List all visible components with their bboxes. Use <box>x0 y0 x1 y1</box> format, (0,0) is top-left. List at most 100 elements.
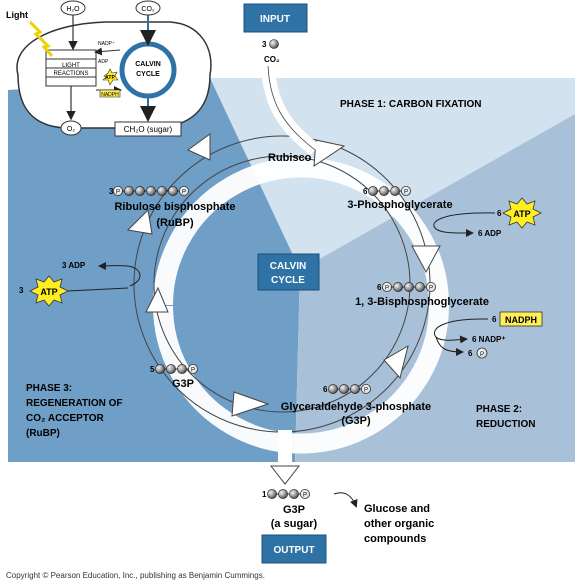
phase3-line3: CO₂ ACCEPTOR <box>26 413 105 424</box>
atp3-count: 3 <box>19 286 24 295</box>
inset-atp-starburst <box>102 68 119 86</box>
phase3-line1: PHASE 3: <box>26 383 72 394</box>
cycle-arrowhead-top <box>313 139 346 167</box>
carbon-atom <box>415 282 425 292</box>
inset-sugar-label: CH₂O (sugar) <box>124 125 173 134</box>
phosphate-group <box>187 363 198 374</box>
inset-calvin-label-1: CALVIN <box>135 61 161 68</box>
carbon-atom <box>267 489 277 499</box>
g3p5-chain: P <box>155 363 198 374</box>
chloroplast-inset: LIGHT REACTIONS CALVIN CYCLE Light H₂O C… <box>6 0 212 137</box>
carbon-atom <box>289 489 299 499</box>
carbon-atom <box>155 364 165 374</box>
inset-nadph-label: NADPH <box>101 92 119 98</box>
phosphate-label: P <box>182 189 186 195</box>
cycle-arrowhead-bottom-left <box>231 391 270 417</box>
input-box: INPUT <box>243 3 308 33</box>
phase2-label: PHASE 2: REDUCTION <box>476 404 535 430</box>
copyright: Copyright © Pearson Education, Inc., pub… <box>6 571 265 580</box>
phosphate-group <box>425 281 436 292</box>
g3p5-name: G3P <box>172 378 194 390</box>
inset-h2o-bubble <box>60 0 86 16</box>
carbon-atom <box>135 186 145 196</box>
products-line1: Glucose and <box>364 503 430 515</box>
atp6-starburst <box>502 197 542 229</box>
nadph6-label: NADPH <box>505 315 537 325</box>
carbon-atom <box>368 186 378 196</box>
cycle-arrowhead-right-lower <box>383 344 409 380</box>
phosphate-label: P <box>116 189 120 195</box>
pga-count: 6 <box>363 187 368 196</box>
carbon-atom <box>168 186 178 196</box>
cycle-arrowhead-left-lower <box>145 286 169 313</box>
inset-sugar-box <box>114 121 182 137</box>
phase3-line4: (RuBP) <box>26 428 60 439</box>
phosphate-label: P <box>191 367 195 373</box>
inset-h2o-label: H₂O <box>66 6 80 13</box>
inset-nadp-label: NADP⁺ <box>98 41 115 47</box>
pi6-phosphate <box>476 347 488 359</box>
bpg-name: 1, 3-Bisphosphoglycerate <box>355 296 489 308</box>
inset-co2-label: CO₂ <box>141 6 155 13</box>
output-chain: P <box>267 488 310 499</box>
nadph6-arrow <box>434 318 489 344</box>
center-calvin-box: CALVIN CYCLE <box>257 253 320 291</box>
light-reactions-label-2: REACTIONS <box>53 71 88 77</box>
carbon-atom <box>124 186 134 196</box>
output-g3p-name: G3P <box>283 504 305 516</box>
inset-light-label: Light <box>6 10 28 20</box>
phase3-label: PHASE 3: REGENERATION OF CO₂ ACCEPTOR (R… <box>26 383 122 439</box>
phosphate-group <box>400 185 411 196</box>
cycle-arrowhead-left-upper <box>126 208 153 235</box>
adp3-label: 3 ADP <box>62 261 86 270</box>
inset-o2-bubble <box>60 120 82 136</box>
phase1-label: PHASE 1: CARBON FIXATION <box>340 99 482 110</box>
inset-calvin-ring <box>119 41 177 99</box>
inset-o2-label: O₂ <box>67 126 75 133</box>
bpg-count: 6 <box>377 283 382 292</box>
light-reactions-label-1: LIGHT <box>62 63 80 69</box>
phosphate-label: P <box>429 285 433 291</box>
rubp-count: 3 <box>109 187 114 196</box>
products-line2: other organic <box>364 518 434 530</box>
pi6-phosphate-label: P <box>480 352 484 358</box>
carbon-atom <box>350 384 360 394</box>
phosphate-label: P <box>385 285 389 291</box>
carbon-atom <box>404 282 414 292</box>
g3p-count: 6 <box>323 385 328 394</box>
pga-chain: P <box>368 185 411 196</box>
output-arrowhead <box>269 465 301 485</box>
pga-name: 3-Phosphoglycerate <box>347 199 452 211</box>
inset-co2-bubble <box>135 0 161 16</box>
phase3-sector <box>8 78 300 462</box>
phosphate-group <box>299 488 310 499</box>
g3p-abbr: (G3P) <box>341 415 371 427</box>
cycle-arrowhead-top-left <box>187 133 211 161</box>
phase2-line1: PHASE 2: <box>476 404 522 415</box>
carbon-atom <box>157 186 167 196</box>
carbon-atom <box>177 364 187 374</box>
rubisco-label: Rubisco <box>268 152 312 164</box>
lightning-icon <box>28 20 54 57</box>
rubp-abbr: (RuBP) <box>156 217 194 229</box>
rubp-name: Ribulose bisphosphate <box>114 201 235 213</box>
g3p-name: Glyceraldehyde 3-phosphate <box>281 401 431 413</box>
output-g3p-sub: (a sugar) <box>271 518 318 530</box>
input-carbon-ball <box>269 39 279 49</box>
adp6-label: 6 ADP <box>478 229 502 238</box>
phosphate-label: P <box>404 189 408 195</box>
phosphate-label: P <box>303 492 307 498</box>
output-box: OUTPUT <box>261 534 327 564</box>
atp3-arrow <box>98 261 141 287</box>
output-title: OUTPUT <box>273 545 314 556</box>
inset-calvin-label-2: CYCLE <box>136 71 160 78</box>
carbon-atom <box>393 282 403 292</box>
atp6-label: ATP <box>513 209 530 219</box>
cycle-arrowheads <box>126 133 441 417</box>
nadp6-label: 6 NADP⁺ <box>472 335 506 344</box>
phase3-line2: REGENERATION OF <box>26 398 122 409</box>
carbon-atom <box>379 186 389 196</box>
carbon-atom <box>146 186 156 196</box>
